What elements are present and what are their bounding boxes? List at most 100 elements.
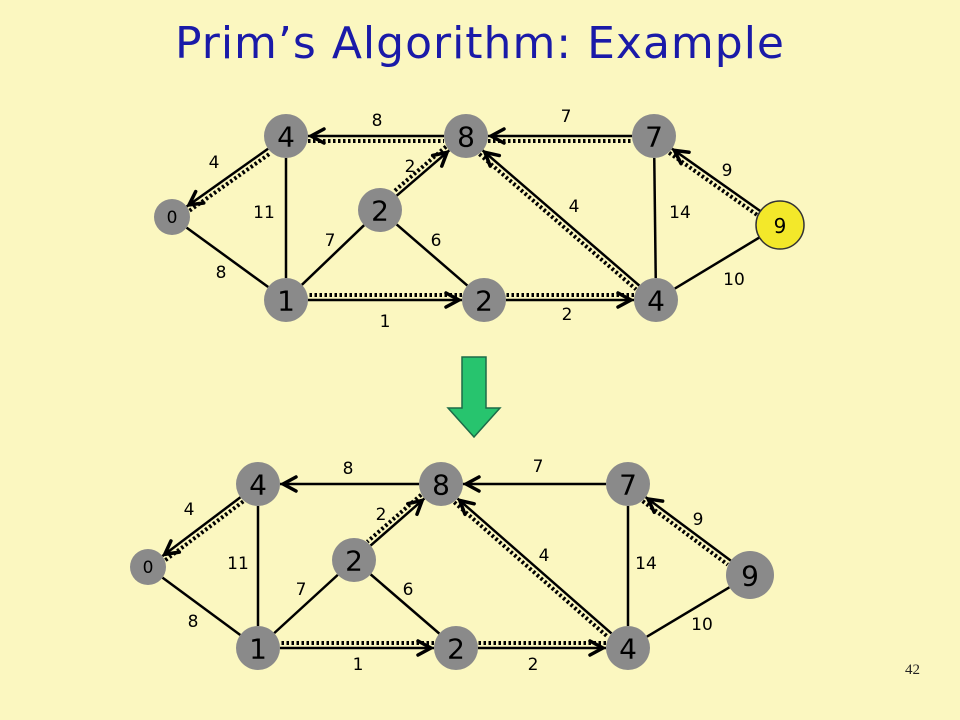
node-key: 9 [741, 560, 759, 593]
node-key: 4 [249, 469, 267, 502]
node-key: 2 [345, 545, 363, 578]
node-key: 2 [475, 285, 493, 318]
edge-weight: 2 [405, 157, 416, 177]
edge-weight: 7 [533, 457, 544, 477]
edge-weight: 2 [528, 655, 539, 675]
edge-line [185, 226, 269, 289]
edge-weight: 7 [296, 580, 307, 600]
node-h: 1 [236, 626, 280, 670]
tree-arrows [187, 127, 691, 309]
node-key: 0 [167, 208, 178, 228]
node-key: 9 [774, 214, 787, 238]
node-circle [462, 278, 506, 322]
edge-line [273, 573, 339, 635]
node-c: 8 [419, 462, 463, 506]
node-key: 7 [619, 469, 637, 502]
edge-weight: 9 [722, 161, 733, 181]
edge-weight: 8 [188, 612, 199, 632]
edge-line [161, 496, 242, 558]
arrowhead-icon [163, 539, 182, 557]
arrowhead-icon [646, 497, 665, 515]
edge-i-g [395, 223, 469, 287]
edge-h-i [301, 224, 365, 286]
node-circle [154, 199, 190, 235]
edge-weight: 10 [723, 270, 745, 290]
arrowhead-icon [616, 291, 633, 309]
node-key: 7 [645, 121, 663, 154]
edge-weight: 4 [184, 500, 195, 520]
edge-weight: 9 [693, 510, 704, 530]
edge-d-e [641, 496, 732, 567]
arrowhead-icon [281, 475, 298, 493]
node-circle [444, 114, 488, 158]
node-circle [726, 551, 774, 599]
edge-c-f [452, 497, 613, 639]
edge-line [644, 496, 732, 562]
node-circle [264, 114, 308, 158]
node-circle [332, 538, 376, 582]
edge-c-f [478, 149, 641, 291]
edge-f-g [478, 641, 606, 650]
node-circle [236, 462, 280, 506]
edge-a-b [185, 147, 273, 213]
edge-f-g [506, 293, 634, 302]
node-a: 0 [130, 549, 166, 585]
edge-weight: 2 [376, 505, 387, 525]
edge-line [161, 576, 242, 636]
arrowhead-icon [672, 148, 691, 166]
node-circle [634, 278, 678, 322]
node-circle [606, 626, 650, 670]
arrowhead-icon [588, 639, 605, 657]
node-key: 4 [277, 121, 295, 154]
node-circle [130, 549, 166, 585]
node-i: 2 [332, 538, 376, 582]
edge-weight: 6 [403, 580, 414, 600]
arrowhead-icon [416, 639, 433, 657]
edge-i-g [369, 573, 441, 635]
edge-line [674, 236, 761, 290]
node-e: 9 [755, 200, 805, 250]
edge-h-i [273, 573, 339, 635]
arrowhead-icon [430, 150, 449, 168]
node-e: 9 [726, 551, 774, 599]
edge-g-h [308, 293, 462, 302]
arrowhead-icon [309, 127, 326, 145]
node-circle [606, 462, 650, 506]
tree-edge-marker [452, 500, 610, 639]
edge-line [653, 157, 657, 279]
edge-line [185, 147, 269, 208]
arrowhead-icon [406, 498, 424, 517]
edge-line [456, 497, 613, 635]
edge-weight: 4 [539, 546, 550, 566]
node-circle [358, 188, 402, 232]
tree-arrows [163, 475, 665, 657]
nodes: 0 4 8 7 9 4 2 1 2 [154, 114, 805, 322]
edge-g-h [280, 641, 434, 650]
edge-line [369, 497, 426, 547]
node-key: 1 [249, 633, 267, 666]
edge-weight: 4 [569, 197, 580, 217]
edge-line [646, 586, 731, 638]
node-key: 0 [143, 558, 154, 578]
node-i: 2 [358, 188, 402, 232]
node-b: 4 [264, 114, 308, 158]
edge-line [301, 224, 365, 286]
node-f: 4 [634, 278, 678, 322]
node-g: 2 [434, 626, 478, 670]
node-h: 1 [264, 278, 308, 322]
edge-weight: 7 [561, 107, 572, 127]
edge-weight: 11 [253, 203, 275, 223]
edge-d-e [667, 147, 762, 217]
node-circle [236, 626, 280, 670]
nodes: 0 4 8 7 9 4 2 1 2 [130, 462, 774, 670]
node-a: 0 [154, 199, 190, 235]
edge-line [671, 147, 762, 213]
page-title: Prim’s Algorithm: Example [174, 18, 786, 69]
edge-weight: 8 [216, 263, 227, 283]
edge-b-c [308, 134, 444, 143]
node-circle [632, 114, 676, 158]
tree-edge-marker [667, 151, 759, 217]
edge-c-d [488, 134, 632, 143]
